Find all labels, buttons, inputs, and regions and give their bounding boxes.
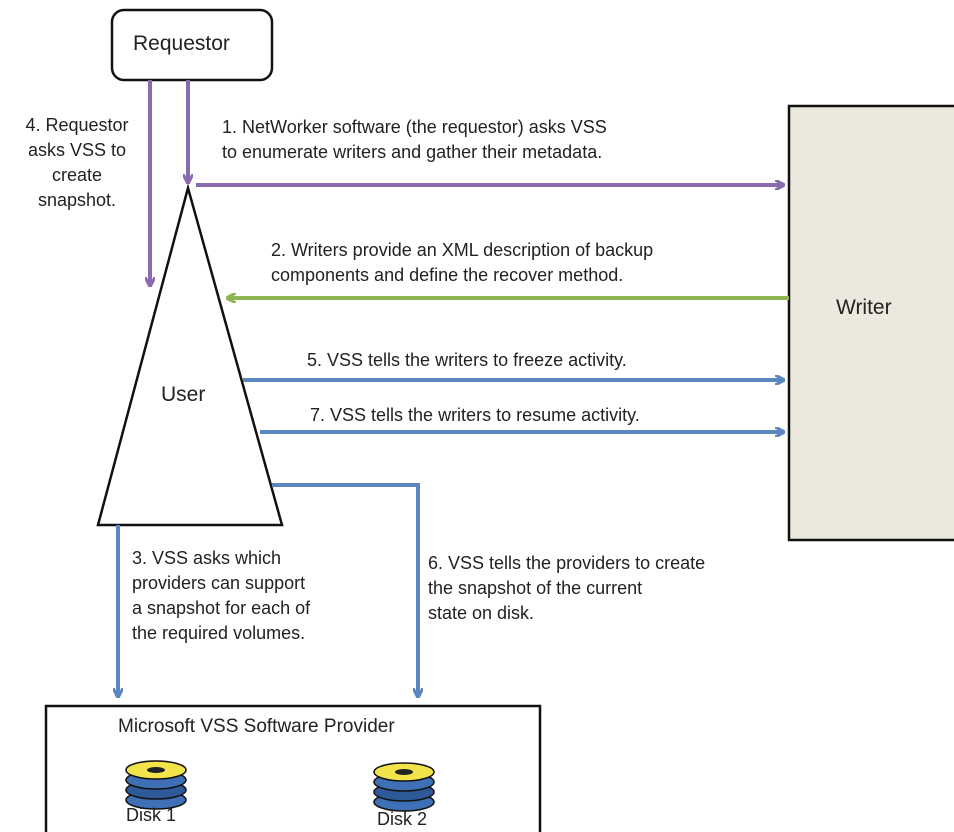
step1-label: 1. NetWorker software (the requestor) as…	[222, 117, 607, 162]
step6-label: 6. VSS tells the providers to create the…	[428, 553, 706, 623]
writer-node	[787, 104, 954, 542]
disk2-label: Disk 2	[377, 809, 428, 829]
step4-label: 4. Requestor asks VSS to create snapshot…	[25, 115, 129, 210]
step5-label: 5. VSS tells the writers to freeze activ…	[307, 350, 627, 370]
step3-label: 3. VSS asks which providers can support …	[132, 548, 311, 643]
provider-label: Microsoft VSS Software Provider	[118, 716, 395, 737]
disk2-icon	[373, 762, 435, 812]
step7-label: 7. VSS tells the writers to resume activ…	[310, 405, 640, 425]
user-node	[96, 183, 284, 527]
user-label: User	[161, 383, 206, 406]
arrow-step6	[272, 483, 418, 696]
disk1-icon	[125, 760, 187, 810]
writer-label: Writer	[836, 296, 892, 319]
step2-label: 2. Writers provide an XML description of…	[271, 240, 654, 285]
requestor-label: Requestor	[133, 32, 230, 55]
requestor-node	[110, 8, 274, 82]
disk1-label: Disk 1	[126, 805, 177, 825]
